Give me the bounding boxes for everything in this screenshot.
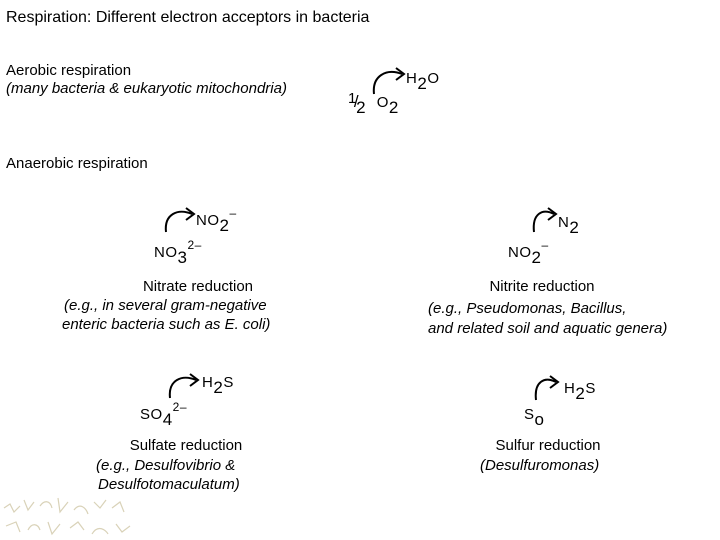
- anaerobic-heading: Anaerobic respiration: [6, 155, 148, 172]
- page-title: Respiration: Different electron acceptor…: [6, 9, 370, 26]
- sulfate-label: Sulfate reduction: [129, 437, 243, 454]
- sulfur-product: H2S: [564, 380, 596, 403]
- nitrite-arrow-icon: [532, 207, 558, 233]
- aerobic-reactant: 1/2 O2: [348, 90, 399, 117]
- sulfate-arrow-icon: [168, 373, 200, 399]
- sulfate-note-line1: (e.g., Desulfovibrio &: [96, 457, 236, 474]
- decorative-sketch-icon: [3, 497, 131, 536]
- nitrite-product: N2: [558, 214, 580, 237]
- nitrate-product: NO2–: [196, 206, 237, 235]
- sulfate-reactant: SO42–: [140, 400, 188, 429]
- sulfate-product: H2S: [202, 374, 234, 397]
- nitrate-label: Nitrate reduction: [142, 278, 254, 295]
- aerobic-product: H2O: [406, 70, 440, 93]
- sulfur-arrow-icon: [534, 375, 560, 401]
- nitrate-note-line1: (e.g., in several gram-negative: [64, 297, 267, 314]
- sulfur-note: (Desulfuromonas): [480, 457, 600, 474]
- nitrite-note-line1: (e.g., Pseudomonas, Bacillus,: [428, 300, 627, 317]
- sulfur-reactant: So: [524, 406, 545, 429]
- nitrate-arrow-icon: [164, 207, 196, 233]
- nitrate-reactant: NO32–: [154, 238, 202, 267]
- nitrite-reactant: NO2–: [508, 238, 549, 267]
- aerobic-heading: Aerobic respiration: [6, 62, 132, 79]
- sulfate-note-line2: Desulfotomaculatum): [98, 476, 240, 493]
- nitrite-note-line2: and related soil and aquatic genera): [428, 320, 668, 337]
- aerobic-note: (many bacteria & eukaryotic mitochondria…: [6, 80, 287, 97]
- nitrate-note-line2: enteric bacteria such as E. coli): [62, 316, 271, 333]
- aerobic-arrow-icon: [372, 67, 406, 95]
- sulfur-label: Sulfur reduction: [495, 437, 601, 454]
- nitrite-label: Nitrite reduction: [489, 278, 595, 295]
